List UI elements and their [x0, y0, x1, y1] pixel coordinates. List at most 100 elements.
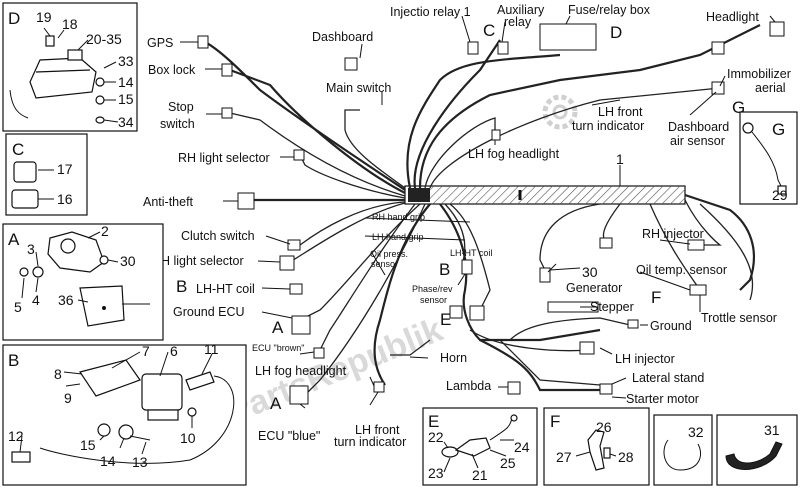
part-number-28: 28 — [618, 449, 634, 465]
main-harness — [204, 24, 761, 396]
label-ecu-brown: ECU "brown" — [252, 343, 304, 353]
part-number-27: 27 — [556, 449, 572, 465]
inset-e: E 22 23 21 25 24 — [422, 407, 538, 486]
part-number-34: 34 — [118, 114, 134, 130]
label-trottle-sensor: Trottle sensor — [701, 311, 777, 325]
label-starter-motor: Starter motor — [626, 392, 699, 406]
inset-f-letter: F — [550, 412, 560, 431]
label-ecu-blue: ECU "blue" — [258, 429, 320, 443]
part-number-29: 29 — [772, 187, 788, 203]
part-number-21: 21 — [472, 467, 488, 483]
label-horn: Horn — [440, 351, 467, 365]
gear-icon — [542, 94, 578, 130]
letter-a-main: A — [272, 318, 284, 337]
letter-f-main: F — [651, 288, 661, 307]
part-number-3: 3 — [27, 241, 35, 257]
inset-d: D 19 18 20-35 33 14 15 34 — [2, 2, 138, 132]
part-number-25: 25 — [500, 455, 516, 471]
inset-f: F 26 27 28 — [543, 407, 650, 486]
inset-e-letter: E — [428, 412, 439, 431]
label-anti-theft: Anti-theft — [143, 195, 194, 209]
inset-a-letter: A — [8, 230, 20, 249]
label-generator: Generator — [566, 281, 622, 295]
label-rh-hand-grip: RH hand grip — [372, 212, 425, 222]
inset-a: A 2 3 4 5 30 36 — [2, 223, 164, 341]
part-number-8: 8 — [54, 366, 62, 382]
part-number-33: 33 — [118, 53, 134, 69]
inset-c-letter: C — [12, 140, 24, 159]
part-number-36: 36 — [58, 292, 74, 308]
label-lh-hand-grip: LH hand grip — [372, 232, 424, 242]
part-number-10: 10 — [180, 430, 196, 446]
label-clutch-switch: Clutch switch — [181, 229, 255, 243]
part-number-12: 12 — [8, 428, 24, 444]
label-lh-injector: LH injector — [615, 352, 675, 366]
label-box-lock: Box lock — [148, 63, 196, 77]
label-lh-fog-headlight-top: LH fog headlight — [468, 147, 560, 161]
label-stepper: Stepper — [590, 300, 634, 314]
part-number-30-main: 30 — [582, 264, 598, 280]
part-number-11: 11 — [204, 341, 219, 357]
label-injection-relay: Injectio relay 1 — [390, 5, 471, 19]
label-oil-temp-sensor: Oil temp. sensor — [636, 263, 727, 277]
letter-e-main: E — [440, 310, 451, 329]
part-number-6: 6 — [170, 343, 178, 359]
label-rh-injector: RH injector — [642, 227, 704, 241]
inset-b-letter: B — [8, 351, 19, 370]
label-lh-ht-coil-left: LH-HT coil — [196, 282, 255, 296]
connector-parts — [197, 21, 785, 405]
part-number-1: 1 — [616, 151, 624, 167]
label-lh-ht-coil-right: LH-HT coil — [450, 248, 492, 258]
letter-b-main-2: B — [439, 260, 450, 279]
label-rh-light-selector: RH light selector — [178, 151, 270, 165]
part-number-14: 14 — [118, 74, 134, 90]
label-oil-press-sensor: Oil press.sensor — [370, 249, 408, 269]
letter-c-main: C — [483, 21, 495, 40]
part-number-13: 13 — [132, 454, 148, 470]
part-number-31: 31 — [764, 422, 780, 438]
part-number-7: 7 — [142, 343, 150, 359]
part-number-20-35: 20-35 — [86, 31, 122, 47]
part-number-19: 19 — [36, 9, 52, 25]
label-lateral-stand: Lateral stand — [632, 371, 704, 385]
part-number-15: 15 — [118, 91, 134, 107]
letter-d-main: D — [610, 23, 622, 42]
part-number-22: 22 — [428, 429, 444, 445]
inset-31: 31 — [716, 414, 798, 486]
part-number-16: 16 — [57, 191, 73, 207]
inset-g: G 29 — [739, 111, 798, 205]
part-number-32: 32 — [688, 424, 704, 440]
label-gps: GPS — [147, 36, 173, 50]
inset-b: B 8 9 7 6 11 10 12 15 14 13 — [2, 341, 247, 486]
part-number-5: 5 — [14, 299, 22, 315]
part-number-17: 17 — [57, 161, 73, 177]
letter-b-main: B — [176, 277, 187, 296]
letter-a-main-2: A — [270, 394, 282, 413]
label-ground: Ground — [650, 319, 692, 333]
inset-c: C 17 16 — [5, 133, 88, 216]
part-number-24: 24 — [514, 439, 530, 455]
inset-d-letter: D — [8, 9, 20, 28]
part-number-2: 2 — [101, 223, 109, 239]
inset-32: 32 — [653, 414, 713, 486]
part-number-14-b: 14 — [100, 453, 116, 469]
label-ground-ecu: Ground ECU — [173, 305, 245, 319]
label-lh-fog-headlight-bottom: LH fog headlight — [255, 364, 347, 378]
callout-labels: GPS Dashboard Injectio relay 1 Auxiliary… — [143, 3, 791, 449]
inset-g-letter: G — [772, 120, 785, 139]
label-fuse-relay-box: Fuse/relay box — [568, 3, 651, 17]
part-number-26: 26 — [596, 419, 612, 435]
part-number-23: 23 — [428, 465, 444, 481]
label-headlight: Headlight — [706, 10, 759, 24]
label-dashboard: Dashboard — [312, 30, 373, 44]
part-number-15-b: 15 — [80, 437, 96, 453]
label-lh-light-selector: LH light selector — [154, 254, 244, 268]
